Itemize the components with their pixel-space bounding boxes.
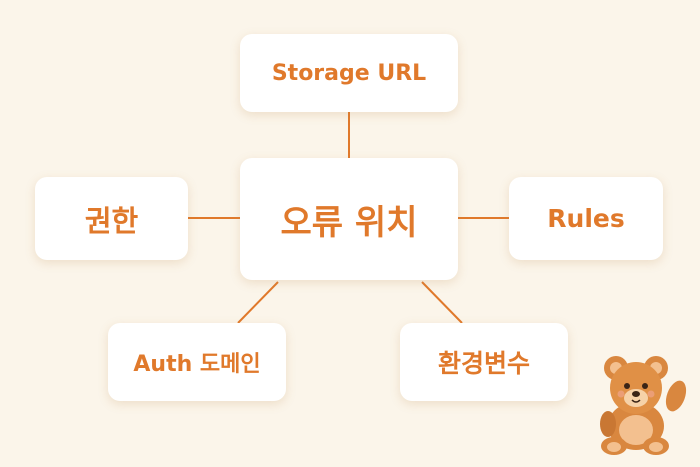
node-storage-url: Storage URL <box>240 34 458 112</box>
connector-bottom-right <box>421 281 463 324</box>
node-error-location-center: 오류 위치 <box>240 158 458 280</box>
node-storage-url-label: Storage URL <box>271 60 427 86</box>
node-env-vars: 환경변수 <box>400 323 568 401</box>
node-auth-domain: Auth 도메인 <box>108 323 286 401</box>
node-rules: Rules <box>509 177 663 260</box>
node-rules-label: Rules <box>547 204 625 233</box>
connector-bottom-left <box>237 281 279 324</box>
node-auth-domain-label: Auth 도메인 <box>133 352 261 377</box>
node-permissions-label: 권한 <box>84 203 139 238</box>
teddy-bear-waving-icon <box>600 356 687 455</box>
node-permissions: 권한 <box>35 177 188 260</box>
node-env-vars-label: 환경변수 <box>437 349 530 378</box>
center-node-label: 오류 위치 <box>280 202 418 243</box>
